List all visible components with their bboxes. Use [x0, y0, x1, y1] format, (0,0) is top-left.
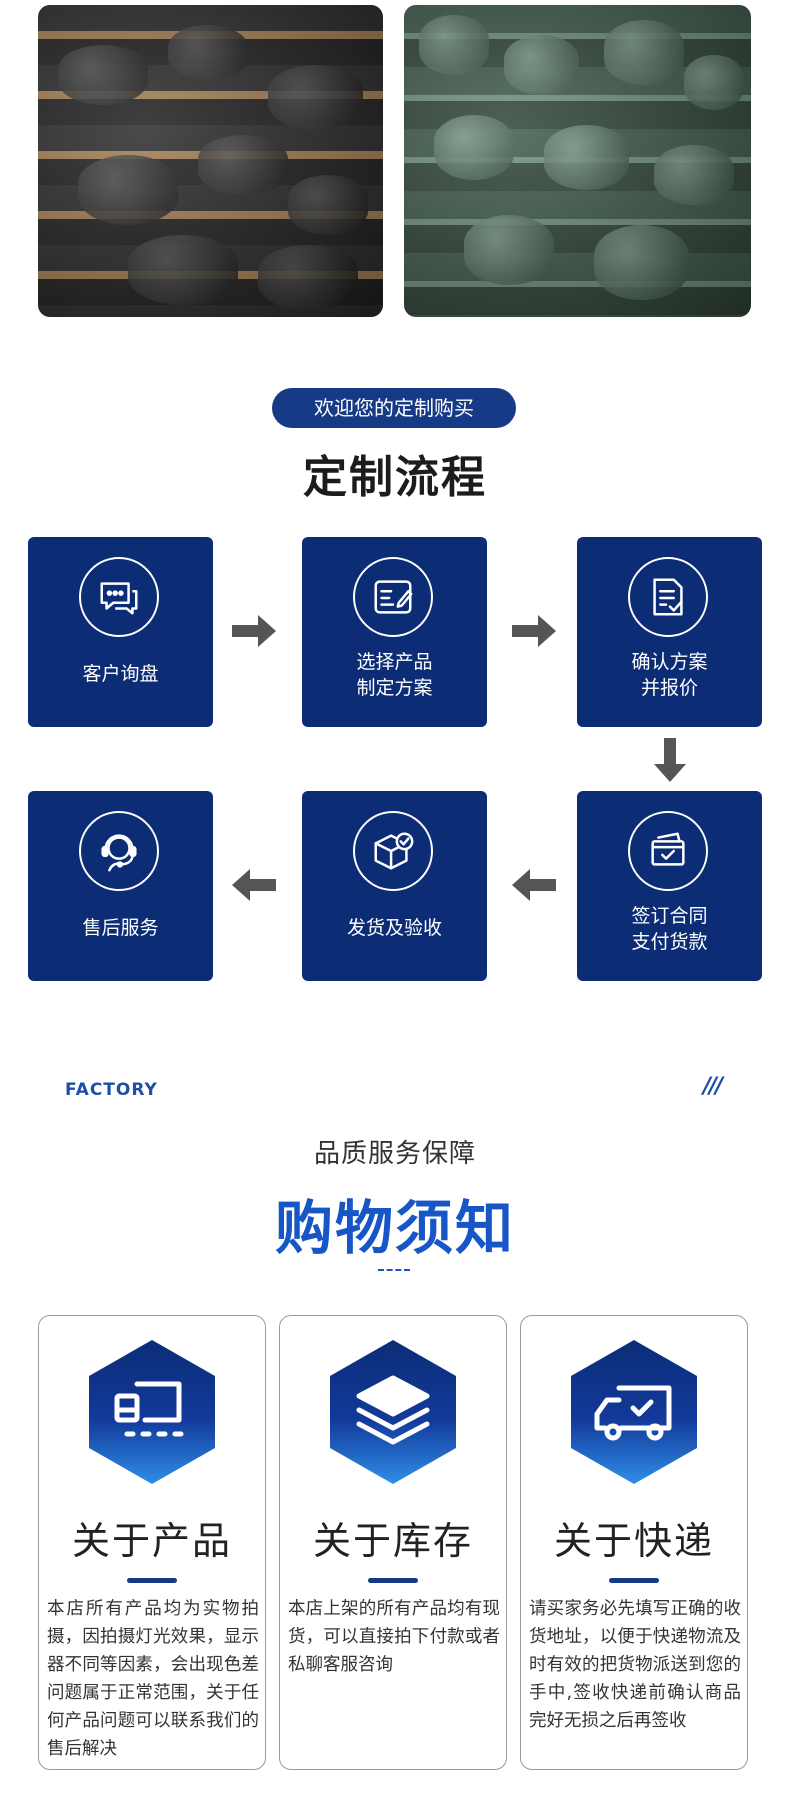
- card-title: 关于产品: [71, 1519, 232, 1563]
- card-title: 关于库存: [312, 1519, 473, 1563]
- factory-photo-green-blowers: [404, 5, 751, 317]
- document-check-icon: [628, 557, 708, 637]
- delivery-truck-icon: [571, 1340, 697, 1484]
- product-display-icon: [89, 1340, 215, 1484]
- decorative-slashes: ///: [703, 1074, 723, 1099]
- step-label: 客户询盘: [82, 663, 159, 685]
- step-card-contract-payment: 签订合同 支付货款: [577, 791, 762, 981]
- info-card-product: 关于产品 本店所有产品均为实物拍摄，因拍摄灯光效果，显示器不同等因素，会出现色差…: [38, 1315, 266, 1770]
- section-subtitle: 品质服务保障: [313, 1139, 476, 1169]
- title-divider: [378, 1269, 410, 1273]
- info-card-delivery: 关于快递 请买家务必先填写正确的收货地址，以便于快递物流及时有效的把货物派送到您…: [520, 1315, 748, 1770]
- step-card-shipping: 发货及验收: [302, 791, 487, 981]
- step-label: 售后服务: [82, 917, 159, 939]
- step-label: 确认方案 并报价: [631, 651, 708, 699]
- step-label: 发货及验收: [346, 917, 442, 939]
- arrow-left-icon: [512, 869, 556, 901]
- step-label: 选择产品 制定方案: [356, 651, 433, 699]
- arrow-down-icon: [654, 738, 686, 782]
- process-title: 定制流程: [303, 452, 487, 503]
- payment-icon: [628, 811, 708, 891]
- layers-stock-icon: [330, 1340, 456, 1484]
- title-underline: [127, 1578, 177, 1583]
- card-title: 关于快递: [553, 1519, 714, 1563]
- arrow-right-icon: [232, 615, 276, 647]
- step-card-inquiry: 客户询盘: [28, 537, 213, 727]
- chat-icon: [79, 557, 159, 637]
- title-underline: [368, 1578, 418, 1583]
- arrow-left-icon: [232, 869, 276, 901]
- step-card-after-sales: 售后服务: [28, 791, 213, 981]
- factory-tag: FACTORY: [65, 1080, 158, 1100]
- welcome-pill: 欢迎您的定制购买: [272, 388, 516, 428]
- card-text: 本店所有产品均为实物拍摄，因拍摄灯光效果，显示器不同等因素，会出现色差问题属于正…: [47, 1599, 259, 1759]
- title-underline: [609, 1578, 659, 1583]
- step-card-select-product: 选择产品 制定方案: [302, 537, 487, 727]
- factory-photo-black-blowers: [38, 5, 383, 317]
- edit-form-icon: [353, 557, 433, 637]
- card-text: 请买家务必先填写正确的收货地址，以便于快递物流及时有效的把货物派送到您的手中,签…: [529, 1599, 741, 1731]
- arrow-right-icon: [512, 615, 556, 647]
- customer-service-icon: [79, 811, 159, 891]
- step-card-confirm-quote: 确认方案 并报价: [577, 537, 762, 727]
- info-card-stock: 关于库存 本店上架的所有产品均有现货，可以直接拍下付款或者私聊客服咨询: [279, 1315, 507, 1770]
- card-text: 本店上架的所有产品均有现货，可以直接拍下付款或者私聊客服咨询: [288, 1599, 500, 1675]
- step-label: 签订合同 支付货款: [631, 905, 708, 953]
- package-check-icon: [353, 811, 433, 891]
- section-title: 购物须知: [274, 1194, 515, 1262]
